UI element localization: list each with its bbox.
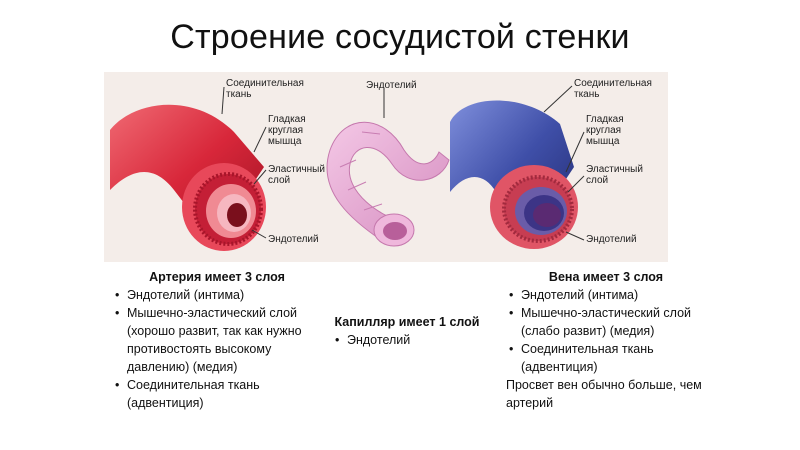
vein-note: Просвет вен обычно больше, чем артерий bbox=[506, 378, 702, 410]
capillary-layer-list: Эндотелий bbox=[332, 331, 482, 349]
slide-title: Строение сосудистой стенки bbox=[170, 18, 630, 56]
capillary-description: Капилляр имеет 1 слой Эндотелий bbox=[332, 313, 482, 349]
list-item: Мышечно-эластический слой (хорошо развит… bbox=[112, 304, 322, 376]
list-item: Соединительная ткань (адвентиция) bbox=[112, 376, 322, 412]
list-item: Эндотелий (интима) bbox=[506, 286, 706, 304]
capillary-heading: Капилляр имеет 1 слой bbox=[334, 315, 480, 329]
list-item: Мышечно-эластический слой (слабо развит)… bbox=[506, 304, 706, 340]
artery-drawing bbox=[110, 104, 266, 251]
artery-layer-list: Эндотелий (интима) Мышечно-эластический … bbox=[112, 286, 322, 412]
vein-drawing bbox=[450, 100, 578, 249]
list-item: Эндотелий (интима) bbox=[112, 286, 322, 304]
vessel-diagram bbox=[110, 85, 585, 251]
list-item: Соединительная ткань (адвентиция) bbox=[506, 340, 706, 376]
vein-label-endothelium: Эндотелий bbox=[586, 234, 637, 245]
artery-heading: Артерия имеет 3 слоя bbox=[149, 270, 285, 284]
vein-layer-list: Эндотелий (интима) Мышечно-эластический … bbox=[506, 286, 706, 376]
vein-heading: Вена имеет 3 слоя bbox=[548, 270, 664, 284]
artery-description: Артерия имеет 3 слоя Эндотелий (интима) … bbox=[112, 268, 322, 412]
list-item: Эндотелий bbox=[332, 331, 482, 349]
capillary-label-endothelium: Эндотелий bbox=[366, 80, 417, 91]
artery-label-endothelium: Эндотелий bbox=[268, 234, 319, 245]
vein-description: Вена имеет 3 слоя Эндотелий (интима) Мыш… bbox=[506, 268, 706, 412]
capillary-drawing bbox=[326, 121, 450, 247]
